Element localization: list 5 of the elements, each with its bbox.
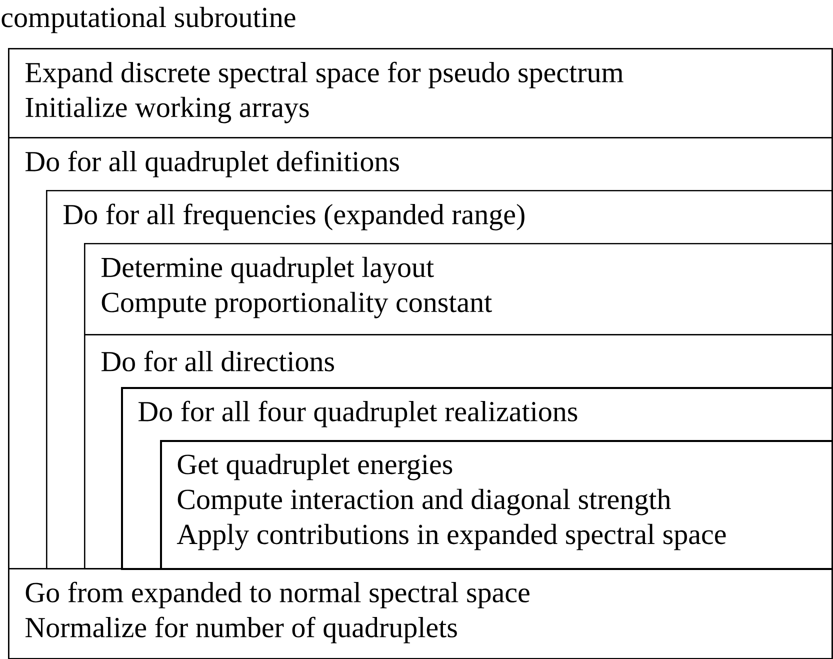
statement-box: Go from expanded to normal spectral space Normalize for number of quadruplets (8, 568, 833, 659)
program-title: computational subroutine (2, 6, 296, 34)
statement-box: Determine quadruplet layout Compute proportionality constant (84, 243, 833, 336)
statement-box: Expand discrete spectral space for pseudo spectrum Initialize working arrays (8, 48, 833, 138)
statement-box: Get quadruplet energies Compute interaction and diagonal strength Apply contributions in expanded spectral space (160, 440, 833, 570)
